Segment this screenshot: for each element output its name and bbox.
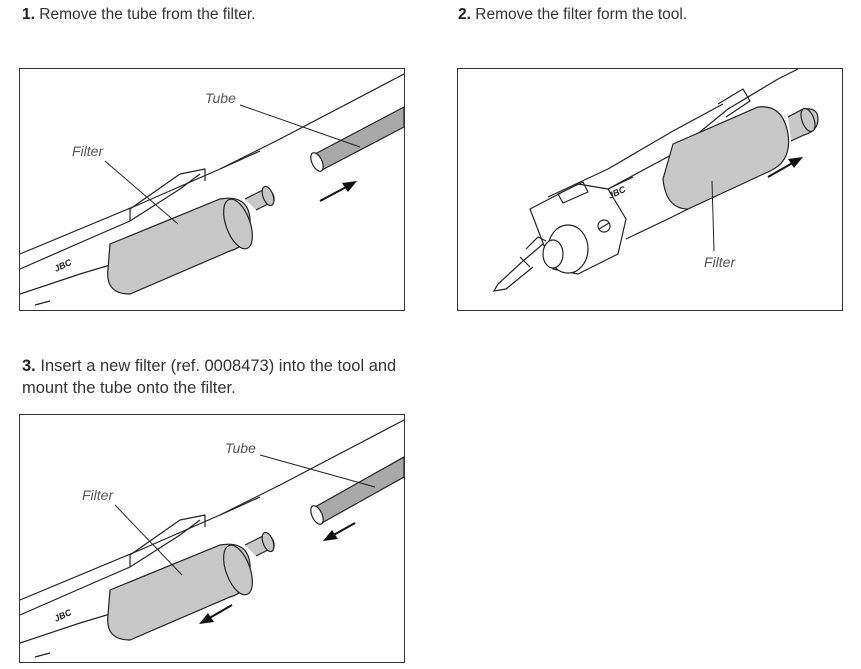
move-left-arrow-icon (323, 522, 356, 541)
tube-leader-line (259, 454, 376, 488)
step-1-illustration: Tube Filter JBC (19, 68, 405, 311)
step-number: 1. (22, 6, 35, 23)
filter-cylinder (107, 185, 275, 295)
move-left-arrow-icon (199, 604, 233, 624)
filter-leader-line (711, 180, 715, 252)
tube-label: Tube (225, 440, 256, 456)
tool-drawing: Tube Filter JBC (20, 73, 404, 306)
tube (310, 456, 404, 525)
filter-label: Filter (72, 143, 104, 159)
move-right-arrow-icon (767, 157, 803, 178)
tube-leader-line (239, 104, 361, 148)
step-text: Insert a new filter (ref. 0008473) into … (22, 357, 397, 397)
filter-label: Filter (82, 487, 114, 503)
step-3-illustration: Tube Filter JBC (19, 414, 405, 663)
step-2-title: 2. Remove the filter form the tool. (458, 4, 687, 26)
filter-leader-line (114, 504, 183, 576)
filter-cylinder (662, 106, 819, 210)
filter-cylinder (107, 531, 275, 641)
soldering-tip (492, 219, 611, 292)
tube-label: Tube (205, 90, 236, 106)
tool-drawing: JBC Filter (492, 69, 819, 292)
filter-leader-line (104, 160, 179, 225)
step-2-illustration: JBC Filter (457, 68, 843, 311)
step-number: 2. (458, 6, 471, 23)
step-number: 3. (22, 357, 36, 375)
move-right-arrow-icon (319, 181, 357, 202)
tool-drawing: Tube Filter JBC (20, 419, 404, 658)
filter-label: Filter (704, 254, 736, 270)
brand-logo: JBC (53, 607, 74, 624)
step-text: Remove the tube from the filter. (39, 6, 256, 23)
brand-logo: JBC (53, 257, 74, 274)
step-1-title: 1. Remove the tube from the filter. (22, 4, 256, 26)
step-3-title: 3. Insert a new filter (ref. 0008473) in… (22, 355, 422, 399)
tube (310, 106, 404, 172)
brand-logo: JBC (607, 184, 628, 201)
step-text: Remove the filter form the tool. (475, 6, 688, 23)
